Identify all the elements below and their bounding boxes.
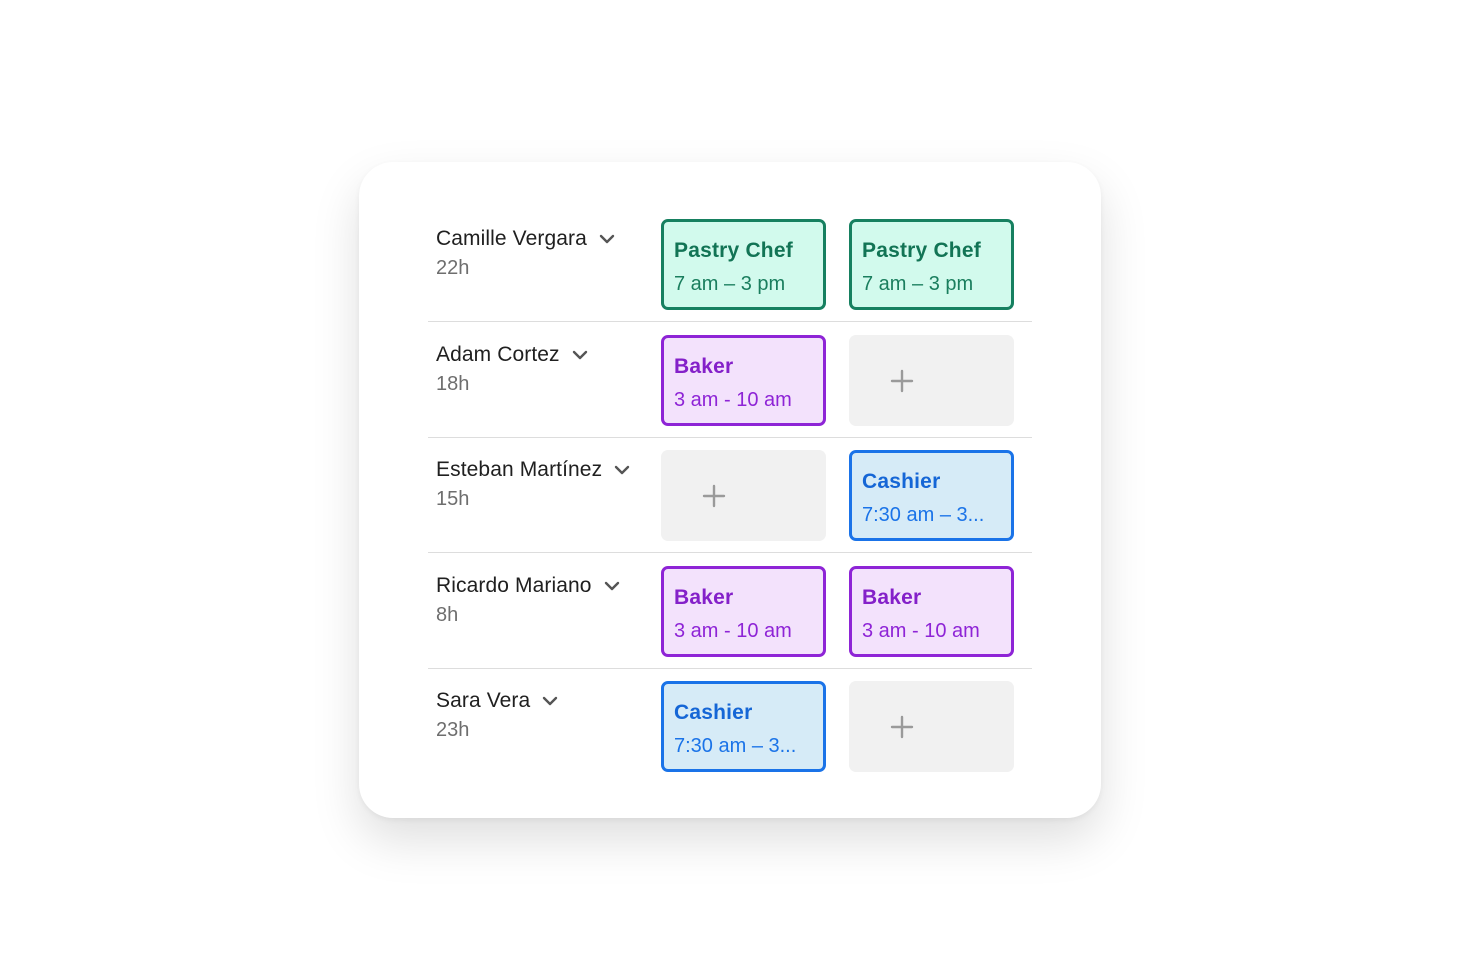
add-shift-button[interactable] (849, 335, 1014, 426)
shift-role: Pastry Chef (862, 239, 981, 262)
employee-info: Esteban Martínez 15h (436, 454, 631, 511)
schedule-row: Ricardo Mariano 8h Baker 3 am - 10 am Bak… (428, 552, 1032, 669)
employee-dropdown[interactable]: Ricardo Mariano (436, 570, 621, 602)
shift-role: Cashier (862, 470, 941, 493)
chevron-down-icon (598, 230, 616, 248)
shift-role: Cashier (674, 701, 753, 724)
chevron-down-icon (571, 346, 589, 364)
schedule-row: Esteban Martínez 15h Cashier 7:30 am – 3.… (428, 436, 1032, 553)
shift-time: 3 am - 10 am (862, 620, 980, 642)
employee-name: Sara Vera (436, 689, 531, 712)
employee-hours: 18h (436, 373, 470, 395)
add-shift-button[interactable] (849, 681, 1014, 772)
shift-role: Pastry Chef (674, 239, 793, 262)
chevron-down-icon (541, 692, 559, 710)
shift-time: 7 am – 3 pm (674, 273, 786, 295)
shift-time: 3 am - 10 am (674, 389, 792, 411)
shift-card[interactable]: Cashier 7:30 am – 3... (661, 681, 826, 772)
shift-time: 7 am – 3 pm (862, 273, 974, 295)
plus-icon (890, 715, 914, 739)
employee-name: Ricardo Mariano (436, 574, 592, 597)
employee-info: Camille Vergara 22h (436, 223, 616, 280)
shift-card[interactable]: Baker 3 am - 10 am (849, 566, 1014, 657)
shift-role: Baker (862, 586, 922, 609)
shift-role: Baker (674, 355, 734, 378)
schedule-row: Sara Vera 23h Cashier 7:30 am – 3... (428, 667, 1032, 783)
employee-dropdown[interactable]: Sara Vera (436, 685, 559, 717)
shift-card[interactable]: Baker 3 am - 10 am (661, 335, 826, 426)
shift-card[interactable]: Pastry Chef 7 am – 3 pm (849, 219, 1014, 310)
shift-role: Baker (674, 586, 734, 609)
shift-time: 7:30 am – 3... (862, 504, 985, 526)
employee-info: Adam Cortez 18h (436, 339, 589, 396)
employee-info: Ricardo Mariano 8h (436, 570, 621, 627)
chevron-down-icon (603, 577, 621, 595)
add-shift-button[interactable] (661, 450, 826, 541)
employee-hours: 15h (436, 488, 470, 510)
employee-info: Sara Vera 23h (436, 685, 559, 742)
employee-name: Adam Cortez (436, 343, 560, 366)
employee-hours: 22h (436, 257, 470, 279)
plus-icon (890, 369, 914, 393)
schedule-row: Adam Cortez 18h Baker 3 am - 10 am (428, 321, 1032, 438)
shift-card[interactable]: Baker 3 am - 10 am (661, 566, 826, 657)
employee-name: Camille Vergara (436, 227, 587, 250)
shift-time: 3 am - 10 am (674, 620, 792, 642)
shift-card[interactable]: Cashier 7:30 am – 3... (849, 450, 1014, 541)
employee-hours: 8h (436, 604, 459, 626)
employee-hours: 23h (436, 719, 470, 741)
shift-time: 7:30 am – 3... (674, 735, 797, 757)
employee-dropdown[interactable]: Esteban Martínez (436, 454, 631, 486)
chevron-down-icon (613, 461, 631, 479)
shift-card[interactable]: Pastry Chef 7 am – 3 pm (661, 219, 826, 310)
employee-dropdown[interactable]: Camille Vergara (436, 223, 616, 255)
plus-icon (702, 484, 726, 508)
employee-name: Esteban Martínez (436, 458, 603, 481)
schedule-row: Camille Vergara 22h Pastry Chef 7 am – 3 … (428, 205, 1032, 322)
schedule-card: Camille Vergara 22h Pastry Chef 7 am – 3 … (359, 162, 1101, 818)
employee-dropdown[interactable]: Adam Cortez (436, 339, 589, 371)
